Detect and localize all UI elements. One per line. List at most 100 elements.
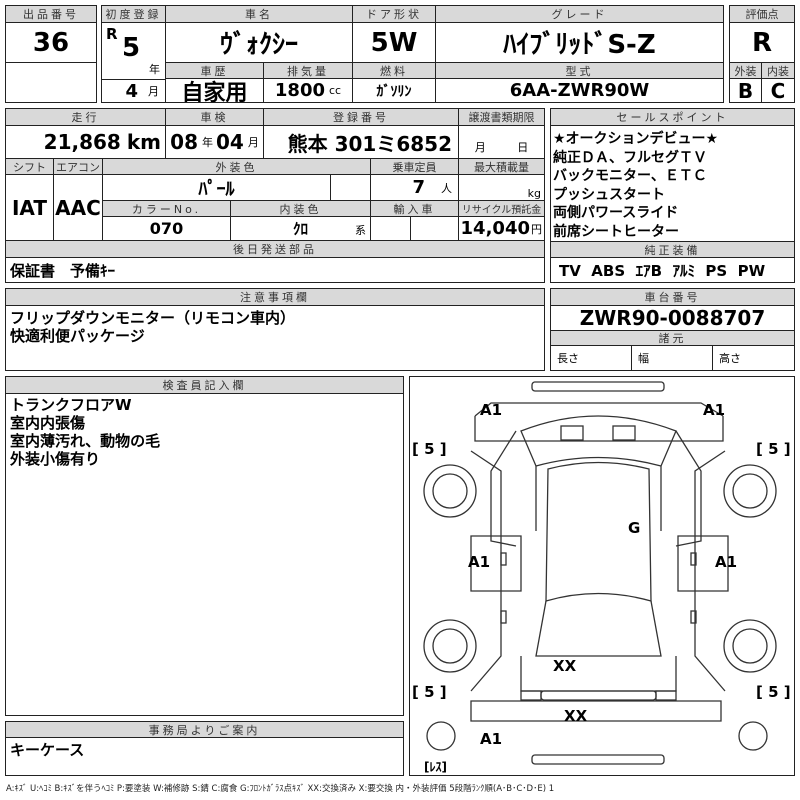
- mark-tire-front-left: [ 5 ]: [412, 440, 447, 458]
- month-value: 4: [125, 80, 138, 102]
- later-parts: 保証書 予備ｷｰ: [10, 261, 116, 280]
- color-no: 070: [103, 217, 231, 241]
- sales-points-box: セールスポイント ★オークションデビュー★ 純正ＤＡ、フルセグＴＶ バックモニタ…: [550, 108, 795, 283]
- first-reg-year: R 5 年: [102, 23, 166, 79]
- int-color-value: ｸﾛ: [292, 220, 308, 238]
- recycle-label: リサイクル預託金: [459, 201, 544, 217]
- capacity-label: 乗車定員: [371, 159, 459, 175]
- mark-right-side: A1: [715, 553, 738, 571]
- exterior-label: 外装: [730, 63, 762, 79]
- notes-label: 注意事項欄: [6, 289, 544, 306]
- color-no-label: カラーNo.: [103, 201, 231, 217]
- inspector-line: 外装小傷有り: [10, 450, 101, 468]
- capacity-value: 7: [412, 177, 425, 198]
- notes-list: フリップダウンモニター（リモコン車内） 快適利便パッケージ: [10, 309, 295, 345]
- equipment-label: 純正装備: [551, 241, 794, 258]
- chassis-number: ZWR90-0088707: [551, 306, 794, 331]
- sales-point: 純正ＤＡ、フルセグＴＶ: [553, 149, 707, 166]
- sales-point: 両側パワースライド: [553, 205, 679, 221]
- inspector-line: トランクフロアW: [10, 396, 132, 414]
- door-label: ドア形状: [353, 6, 436, 23]
- model-label: 型式: [436, 63, 723, 79]
- int-color: ｸﾛ 系: [231, 217, 371, 241]
- office-label: 事務局よりご案内: [6, 722, 403, 738]
- year-value: 5: [122, 33, 141, 63]
- transfer-label: 譲渡書類期限: [459, 109, 544, 126]
- car-name-label: 車名: [166, 6, 353, 23]
- recycle-unit: 円: [531, 222, 542, 236]
- score-label: 評価点: [730, 6, 794, 23]
- door-type: 5W: [353, 23, 436, 63]
- inspection-year-unit: 年: [202, 136, 213, 149]
- mark-tire-rear-right: [ 5 ]: [756, 683, 791, 701]
- lot-number: 36: [6, 23, 96, 63]
- sales-point: プッシュスタート: [553, 186, 665, 203]
- office-box: 事務局よりご案内 キーケース: [5, 721, 404, 776]
- mark-left-side: A1: [468, 553, 491, 571]
- plate-number: 熊本 301ミ6852: [264, 126, 459, 159]
- max-load-unit: kg: [459, 175, 544, 201]
- inspector-line: 室内内張傷: [10, 414, 86, 432]
- year-unit: 年: [149, 63, 160, 76]
- exterior-grade: B: [730, 79, 762, 102]
- mileage-label: 走行: [6, 109, 166, 126]
- chassis-label: 車台番号: [551, 289, 794, 306]
- later-parts-label: 後日発送部品: [6, 241, 544, 258]
- sales-point: 前席シートヒーター: [553, 223, 679, 240]
- transfer-day-unit: 日: [517, 141, 529, 154]
- damage-diagram: A1 A1 [ 5 ] [ 5 ] G A1 A1 XX [ 5 ] [ 5 ]…: [409, 376, 795, 776]
- note-line: 快適利便パッケージ: [10, 327, 145, 345]
- transfer-deadline: 月日: [459, 126, 544, 159]
- sales-point: バックモニター、ＥＴＣ: [553, 168, 707, 184]
- first-reg-label: 初度登録: [102, 6, 166, 23]
- spec-width: 幅: [632, 346, 713, 370]
- ac-label: エアコン: [54, 159, 103, 175]
- sales-points-list: ★オークションデビュー★ 純正ＤＡ、フルセグＴＶ バックモニター、ＥＴＣ プッシ…: [553, 130, 718, 241]
- inspection-year: 08: [170, 130, 198, 154]
- transfer-month-unit: 月: [474, 141, 486, 154]
- recycle-value: 14,040: [460, 218, 530, 239]
- plate-label: 登録番号: [264, 109, 459, 126]
- inspector-label: 検査員記入欄: [6, 377, 403, 394]
- spec-height: 高さ: [719, 352, 741, 365]
- mark-rear-left: A1: [480, 730, 503, 748]
- ac-value: AAC: [54, 175, 103, 241]
- history: 自家用: [166, 79, 264, 102]
- mark-windshield: G: [628, 519, 641, 537]
- import-label: 輸入車: [371, 201, 459, 217]
- shift-value: IAT: [6, 175, 54, 241]
- mark-rear: XX: [553, 657, 577, 675]
- car-outline-diagram: [423, 381, 777, 765]
- fuel: ｶﾞｿﾘﾝ: [353, 79, 436, 102]
- grade: ﾊｲﾌﾞﾘｯﾄﾞS-Z: [436, 23, 723, 63]
- chassis-box: 車台番号 ZWR90-0088707 諸元 長さ 幅 高さ: [550, 288, 795, 371]
- displacement-value: 1800: [274, 80, 325, 101]
- inspection-month: 04: [216, 130, 244, 154]
- equipment: TV ABS ｴｱB ｱﾙﾐ PS PW: [559, 261, 766, 280]
- lot-box: 出品番号 36: [5, 5, 97, 103]
- ext-color-label: 外装色: [103, 159, 371, 175]
- int-color-unit: 系: [355, 224, 366, 237]
- mark-tire-front-right: [ 5 ]: [756, 440, 791, 458]
- fuel-label: 燃料: [353, 63, 436, 79]
- mark-front-left: A1: [480, 401, 503, 419]
- interior-grade: C: [770, 79, 786, 102]
- month-unit: 月: [148, 85, 159, 98]
- notes-box: 注意事項欄 フリップダウンモニター（リモコン車内） 快適利便パッケージ: [5, 288, 545, 371]
- inspector-notes: トランクフロアW 室内内張傷 室内薄汚れ、動物の毛 外装小傷有り: [10, 396, 160, 468]
- model: 6AA-ZWR90W: [509, 80, 650, 101]
- displacement-unit: cc: [329, 84, 342, 97]
- grade-label: グレード: [436, 6, 723, 23]
- specs-label: 諸元: [551, 331, 794, 346]
- history-label: 車歴: [166, 63, 264, 79]
- sales-point: ★オークションデビュー★: [553, 131, 719, 147]
- mark-spare-tire: [ﾚｽ]: [424, 760, 447, 774]
- inspector-box: 検査員記入欄 トランクフロアW 室内内張傷 室内薄汚れ、動物の毛 外装小傷有り: [5, 376, 404, 716]
- displacement-label: 排気量: [264, 63, 353, 79]
